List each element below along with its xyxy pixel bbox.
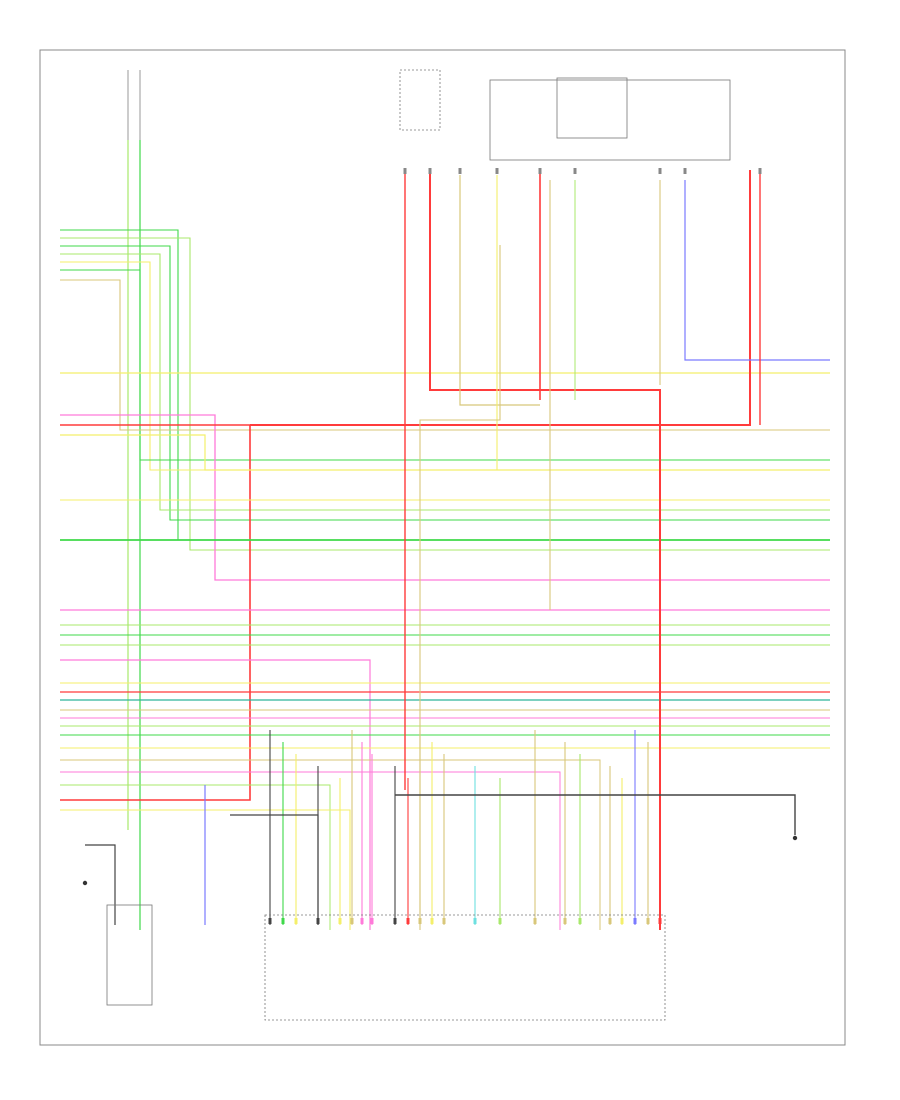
loop-wire-red [429,170,661,930]
module-pin-19 [620,918,624,924]
top-connector-pin-6 [658,168,662,174]
bundle-wire-5 [60,269,830,461]
module-pin-7 [370,918,374,924]
top-connector-pin-4 [538,168,542,174]
module-pin-10 [418,918,422,924]
module-pin-12 [442,918,446,924]
horizontal-wire-yellow [60,434,830,471]
bundle-wire-6 [60,279,830,431]
ground-bus-wire [395,794,796,835]
wire-group [60,70,830,930]
bundle-wire-4 [60,261,830,471]
horizontal-wire-lightgreen [60,784,331,930]
module-pin-0 [268,918,272,924]
module-pin-4 [338,918,342,924]
horizontal-wire-pink [60,414,830,581]
horizontal-wire-yellow [60,809,351,930]
diagram-border [39,49,846,1046]
module-pin-9 [406,918,410,924]
oil-pressure-sensor-box [106,904,153,1006]
module-pin-5 [350,918,354,924]
component-group [82,69,798,1021]
top-connector-box [489,79,731,161]
vertical-wire-tan [419,245,501,930]
horizontal-wire-red [60,424,251,801]
top-connector-pin-0 [403,168,407,174]
bundle-wire-0 [60,229,830,541]
ground-wire-left [85,844,116,925]
module-pin-11 [430,918,434,924]
module-pin-1 [281,918,285,924]
bundle-wire-1 [60,237,830,551]
top-connector-pin-3 [495,168,499,174]
module-pin-17 [578,918,582,924]
ground-symbol-left [82,880,88,886]
powertrain-control-module-box [264,914,666,1021]
module-pin-2 [294,918,298,924]
module-pin-6 [360,918,364,924]
loop-wire-red [250,170,751,426]
module-pin-13 [473,918,477,924]
module-pin-14 [498,918,502,924]
fuse-block-box [399,69,441,131]
top-connector-pin-7 [683,168,687,174]
bundle-wire-2 [60,245,830,521]
ground-symbol-right [792,835,798,841]
ground-bus-wire [230,814,319,925]
horizontal-wire-pink [60,659,371,930]
top-connector-pin-8 [758,168,762,174]
module-pin-8 [393,918,397,924]
top-connector-pin-5 [573,168,577,174]
vertical-wire-tan [459,175,540,406]
top-connector-inner-box [556,77,628,139]
vertical-wire-blue [684,180,830,361]
module-pin-15 [533,918,537,924]
module-pin-21 [646,918,650,924]
horizontal-wire-pink [60,771,561,930]
module-pin-22 [658,918,662,924]
bundle-wire-3 [60,253,830,511]
top-connector-pin-1 [428,168,432,174]
module-pin-16 [563,918,567,924]
horizontal-wire-tan [60,759,601,930]
module-pin-20 [633,918,637,924]
top-connector-pin-2 [458,168,462,174]
module-pin-3 [316,918,320,924]
module-pin-18 [608,918,612,924]
